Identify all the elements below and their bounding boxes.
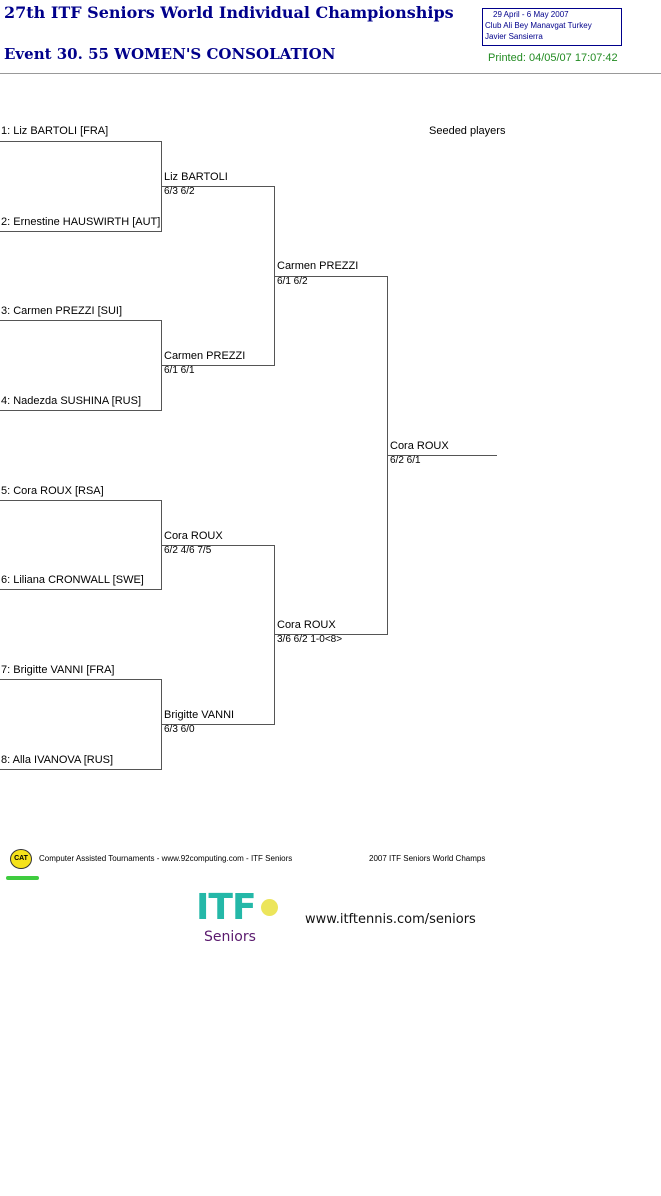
r1-player-3: 3: Carmen PREZZI [SUI] <box>1 305 123 317</box>
bracket-line <box>161 500 162 590</box>
r2-score: 6/3 6/0 <box>164 724 195 735</box>
r2-winner-name: Brigitte VANNI <box>164 709 235 721</box>
r1-player-1: 1: Liz BARTOLI [FRA] <box>1 125 109 137</box>
referee-text: Javier Sansierra <box>485 32 543 41</box>
r2-winner-name: Cora ROUX <box>164 530 223 542</box>
champion-name: Cora ROUX <box>390 440 449 452</box>
bracket-line <box>387 276 388 635</box>
bracket-line <box>162 545 275 546</box>
r2-winner-name: Carmen PREZZI <box>164 350 246 362</box>
r1-player-5: 5: Cora ROUX [RSA] <box>1 485 104 497</box>
r3-winner-name: Carmen PREZZI <box>277 260 359 272</box>
bracket-line <box>0 769 162 770</box>
r3-score: 6/1 6/2 <box>277 276 308 287</box>
software-credit: Computer Assisted Tournaments - www.92co… <box>39 854 293 863</box>
itf-website-link[interactable]: www.itftennis.com/seniors <box>305 912 476 927</box>
bracket-line <box>0 679 162 680</box>
bracket-line <box>0 141 162 142</box>
bracket-line <box>162 724 275 725</box>
bracket-line <box>161 141 162 232</box>
tennis-ball-icon <box>261 899 278 916</box>
tournament-title: 27th ITF Seniors World Individual Champi… <box>4 3 454 22</box>
bracket-line <box>388 455 497 456</box>
cat-logo-icon: CAT <box>10 849 32 869</box>
r2-score: 6/2 4/6 7/5 <box>164 545 212 556</box>
event-short-name: 2007 ITF Seniors World Champs <box>369 854 486 863</box>
dates-text: 29 April - 6 May 2007 <box>493 10 569 19</box>
r2-winner-name: Liz BARTOLI <box>164 171 228 183</box>
header-divider <box>0 73 661 74</box>
r2-score: 6/1 6/1 <box>164 365 195 376</box>
venue-text: Club Ali Bey Manavgat Turkey <box>485 21 592 30</box>
r1-player-7: 7: Brigitte VANNI [FRA] <box>1 664 115 676</box>
r3-winner-name: Cora ROUX <box>277 619 336 631</box>
r3-score: 3/6 6/2 1-0<8> <box>277 634 343 645</box>
tournament-info-box: 29 April - 6 May 2007 Club Ali Bey Manav… <box>482 8 622 46</box>
bracket-line <box>161 679 162 770</box>
r1-player-2: 2: Ernestine HAUSWIRTH [AUT] <box>1 216 161 228</box>
bracket-line <box>0 231 162 232</box>
r2-score: 6/3 6/2 <box>164 186 195 197</box>
bracket-line <box>0 500 162 501</box>
bracket-line <box>274 186 275 366</box>
bracket-line <box>162 186 275 187</box>
event-title: Event 30. 55 WOMEN'S CONSOLATION <box>4 45 336 63</box>
seeded-players-label: Seeded players <box>429 125 506 137</box>
itf-logo: ITF <box>196 887 257 928</box>
bracket-line <box>275 276 388 277</box>
r1-player-4: 4: Nadezda SUSHINA [RUS] <box>1 395 142 407</box>
itf-seniors-logo-text: Seniors <box>204 929 256 945</box>
cat-logo-underline <box>6 876 39 880</box>
bracket-line <box>0 410 162 411</box>
bracket-line <box>0 589 162 590</box>
bracket-line <box>0 320 162 321</box>
bracket-line <box>162 365 275 366</box>
r1-player-6: 6: Liliana CRONWALL [SWE] <box>1 574 144 586</box>
r1-player-8: 8: Alla IVANOVA [RUS] <box>1 754 114 766</box>
bracket-line <box>161 320 162 411</box>
bracket-line <box>275 634 388 635</box>
final-score: 6/2 6/1 <box>390 455 421 466</box>
printed-timestamp: Printed: 04/05/07 17:07:42 <box>488 52 618 64</box>
bracket-line <box>274 545 275 725</box>
